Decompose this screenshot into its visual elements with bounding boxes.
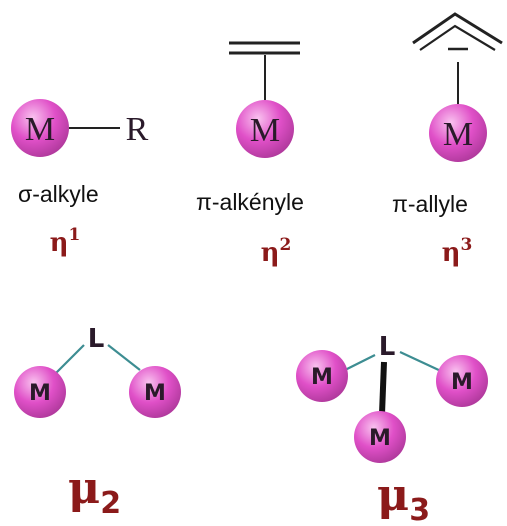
allyl-outer-arc (412, 12, 503, 45)
metal-atom (236, 100, 294, 158)
bridge-bond-back (379, 361, 387, 415)
metal-atom (354, 411, 406, 463)
substituent-label: R (126, 111, 149, 148)
metal-label: M (451, 370, 473, 395)
hapticity-eta2: η2 (261, 235, 292, 268)
metal-atom (436, 355, 488, 407)
metal-label: M (369, 426, 391, 451)
metal-label: M (250, 112, 280, 149)
mu2-bridging-complex: L M M (14, 324, 181, 418)
bridge-bond-right (399, 351, 444, 373)
hapticity-eta1: η1 (50, 225, 81, 258)
hapticity-eta3: η3 (442, 235, 473, 268)
bridging-ligand-label: L (88, 324, 105, 354)
sigma-alkyl-complex: M R (11, 99, 149, 157)
bridging-mu3: μ3 (377, 470, 430, 526)
bridge-bond-left (54, 344, 85, 375)
bridge-bond-left (344, 354, 376, 371)
metal-atom (129, 366, 181, 418)
metal-atom (296, 350, 348, 402)
allyl-inner-arc (419, 24, 496, 51)
metal-label: M (25, 111, 55, 148)
metal-atom (11, 99, 69, 157)
caption-sigma-alkyl: σ-alkyle (18, 181, 99, 207)
metal-label: M (311, 365, 333, 390)
metal-atom (14, 366, 66, 418)
metal-atom (429, 104, 487, 162)
metal-label: M (29, 381, 51, 406)
caption-pi-allyl: π-allyle (392, 191, 468, 217)
caption-pi-alkenyl: π-alkényle (196, 189, 304, 215)
metal-label: M (443, 116, 473, 153)
pi-alkenyl-complex: M (229, 41, 300, 158)
mu3-bridging-complex: L M M M (296, 332, 488, 463)
bridging-ligand-label: L (379, 332, 396, 362)
bridging-mu2: μ2 (68, 463, 121, 521)
metal-label: M (144, 381, 166, 406)
bridge-bond-right (107, 344, 141, 371)
pi-allyl-complex: M (412, 12, 503, 162)
